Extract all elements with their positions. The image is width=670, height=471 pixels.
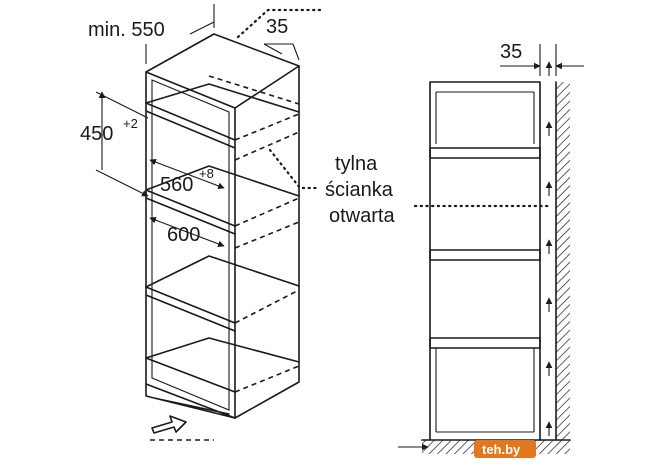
hidden-line-3 [234,197,300,227]
hidden-line-5 [234,365,300,393]
dim-width-line [145,4,215,64]
dim-height-tol: +2 [123,116,138,131]
shelf-3-top [145,255,300,288]
cabinet-drawing: min. 550 35 450 +2 560 +8 600 [80,4,322,441]
cabinet-plinth [145,383,236,419]
hidden-line-6 [234,131,300,161]
shelf-4 [145,357,236,393]
hidden-line-1 [208,75,300,105]
shelf-3 [145,286,236,332]
section-inner [435,91,535,144]
section-outer [429,81,541,441]
shelf-1-top [145,83,300,113]
section-inner-lower [435,348,535,433]
dim-width-leader [189,21,215,35]
section-shelf-3 [429,337,541,349]
cabinet-inner-edge [151,79,230,411]
shelf-1 [145,102,236,149]
hidden-line-4 [234,289,300,324]
dim-height-line [96,92,148,196]
section-shelf-2 [429,249,541,261]
hidden-line-7 [234,221,300,249]
dim-gap-line [500,44,557,76]
section-shelf-1 [429,147,541,159]
cabinet-top [145,33,300,109]
dim-inner-width-line [149,159,225,189]
dim-width-text: min. 550 [88,19,165,41]
dim-inner-width-tol: +8 [199,166,214,181]
watermark-text: teh.by [482,442,521,457]
watermark-badge [474,440,536,458]
airflow-arrow-icon [151,415,187,434]
hidden-line-2 [234,113,300,141]
shelf-4-top [145,337,300,363]
dim-outer-width-line [149,217,225,247]
dim-depth-top-lines [263,43,300,61]
annotation: tylna ścianka otwarta [325,153,550,227]
annotation-line-1: tylna [335,153,378,175]
dim-outer-width-text: 600 [167,224,200,246]
side-section: 35 [398,41,584,454]
dim-depth-side-text: 35 [500,41,522,63]
dim-inner-width-text: 560 [160,174,193,196]
dim-height-text: 450 [80,123,113,145]
annotation-line-3: otwarta [329,205,395,227]
watermark: teh.by [474,440,536,458]
dim-depth-top-text: 35 [266,16,288,38]
wall-hatch [556,82,570,440]
annotation-line-2: ścianka [325,179,394,201]
dotted-pointer-left [268,148,320,190]
dotted-leader-top [236,8,322,39]
cabinet-side [234,65,300,419]
